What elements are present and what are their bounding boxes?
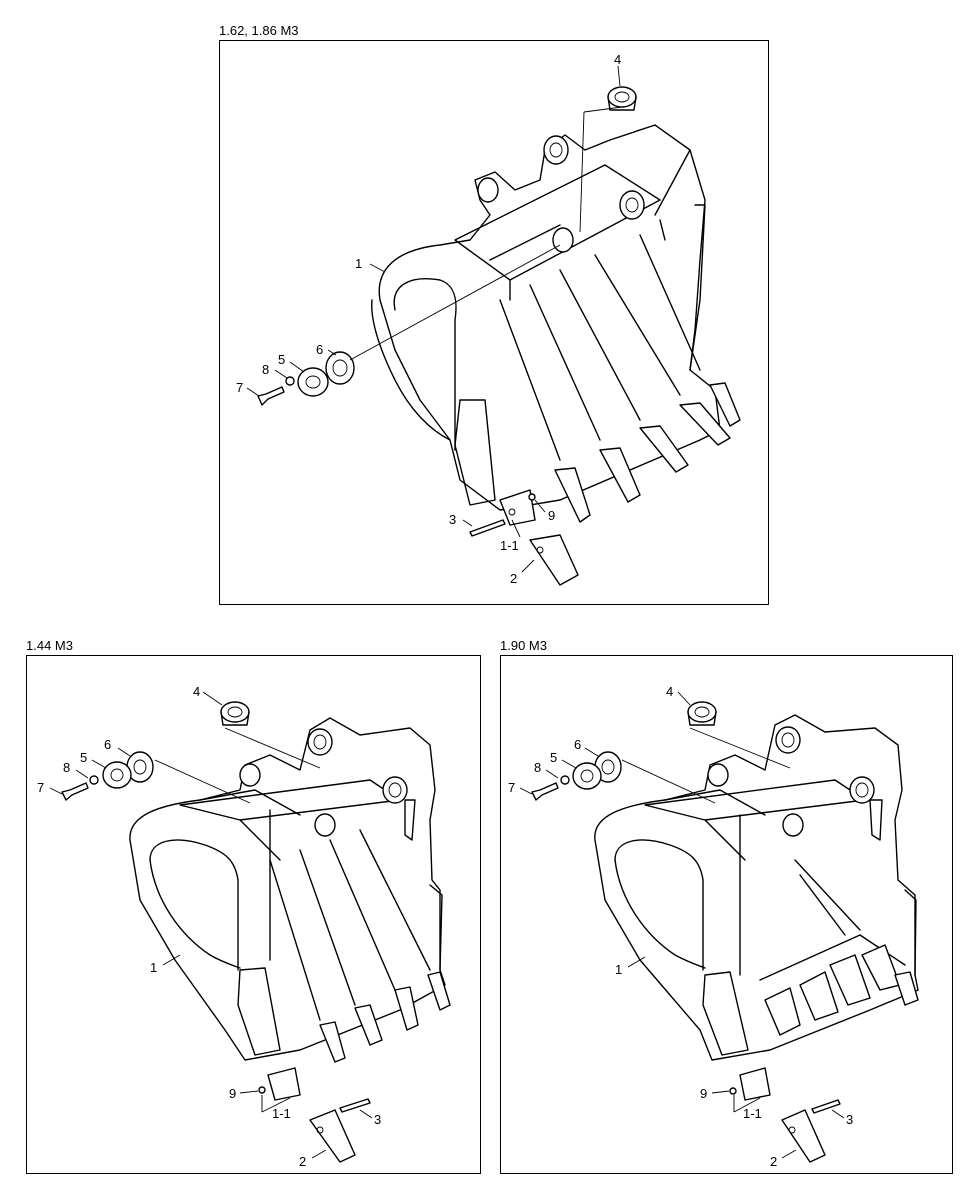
bucket-assembly-top [371, 124, 741, 523]
lock-9-bottom-left [258, 1086, 266, 1094]
callout-1-1-top: 1-1 [500, 538, 519, 553]
callout-3-bottom-right: 3 [846, 1112, 853, 1127]
callout-5-bottom-right: 5 [550, 750, 557, 765]
callout-3-top: 3 [449, 512, 456, 527]
washer-8-top [285, 376, 295, 386]
callout-4-bottom-right: 4 [666, 684, 673, 699]
bolt-7-bottom-left [61, 782, 89, 801]
teeth-row-top [554, 382, 741, 523]
panel-frame-top [219, 40, 769, 605]
bolt-7-bottom-right [531, 782, 559, 801]
callout-9-bottom-right: 9 [700, 1086, 707, 1101]
callout-1-1-bottom-right: 1-1 [743, 1106, 762, 1121]
panel-title-top: 1.62, 1.86 M3 [219, 23, 299, 38]
bushing-4-bottom-left [220, 701, 250, 726]
plate-5-bottom-right [572, 762, 602, 790]
panel-frame-bottom-right [500, 655, 953, 1174]
callout-8-bottom-right: 8 [534, 760, 541, 775]
panel-title-bottom-left: 1.44 M3 [26, 638, 73, 653]
callout-8-top: 8 [262, 362, 269, 377]
lock-9-top [528, 493, 536, 501]
pin-3-bottom-right [811, 1099, 841, 1114]
callout-4-bottom-left: 4 [193, 684, 200, 699]
panel-frame-bottom-left [26, 655, 481, 1174]
washer-8-bottom-left [89, 775, 99, 785]
callout-1-1-bottom-left: 1-1 [272, 1106, 291, 1121]
bushing-4-top [607, 86, 637, 111]
callout-1-bottom-left: 1 [150, 960, 157, 975]
callout-7-top: 7 [236, 380, 243, 395]
bucket-assembly-bottom-left [129, 717, 451, 1063]
shim-6-top [325, 351, 355, 385]
plate-5-top [297, 367, 329, 397]
tooth-2-bottom-right [781, 1109, 826, 1163]
callout-4-top: 4 [614, 52, 621, 67]
adapter-1-1-bottom-left [267, 1067, 301, 1101]
bushing-4-bottom-right [687, 701, 717, 726]
callout-9-top: 9 [548, 508, 555, 523]
plate-5-bottom-left [102, 761, 132, 789]
washer-8-bottom-right [560, 775, 570, 785]
callout-7-bottom-left: 7 [37, 780, 44, 795]
pin-3-top [469, 519, 506, 537]
adapter-1-1-bottom-right [739, 1067, 771, 1101]
callout-5-top: 5 [278, 352, 285, 367]
bucket-assembly-bottom-right [594, 714, 919, 1061]
callout-5-bottom-left: 5 [80, 750, 87, 765]
pin-3-bottom-left [339, 1098, 371, 1113]
callout-6-top: 6 [316, 342, 323, 357]
callout-2-top: 2 [510, 571, 517, 586]
callout-1-bottom-right: 1 [615, 962, 622, 977]
tooth-2-top [529, 534, 579, 586]
adapter-1-1-top [499, 489, 536, 526]
callout-6-bottom-left: 6 [104, 737, 111, 752]
lock-9-bottom-right [729, 1087, 737, 1095]
callout-7-bottom-right: 7 [508, 780, 515, 795]
callout-8-bottom-left: 8 [63, 760, 70, 775]
callout-3-bottom-left: 3 [374, 1112, 381, 1127]
tooth-2-bottom-left [309, 1109, 356, 1163]
callout-2-bottom-right: 2 [770, 1154, 777, 1169]
bolt-7-top [257, 386, 285, 406]
panel-title-bottom-right: 1.90 M3 [500, 638, 547, 653]
callout-6-bottom-right: 6 [574, 737, 581, 752]
callout-1-top: 1 [355, 256, 362, 271]
callout-9-bottom-left: 9 [229, 1086, 236, 1101]
callout-2-bottom-left: 2 [299, 1154, 306, 1169]
